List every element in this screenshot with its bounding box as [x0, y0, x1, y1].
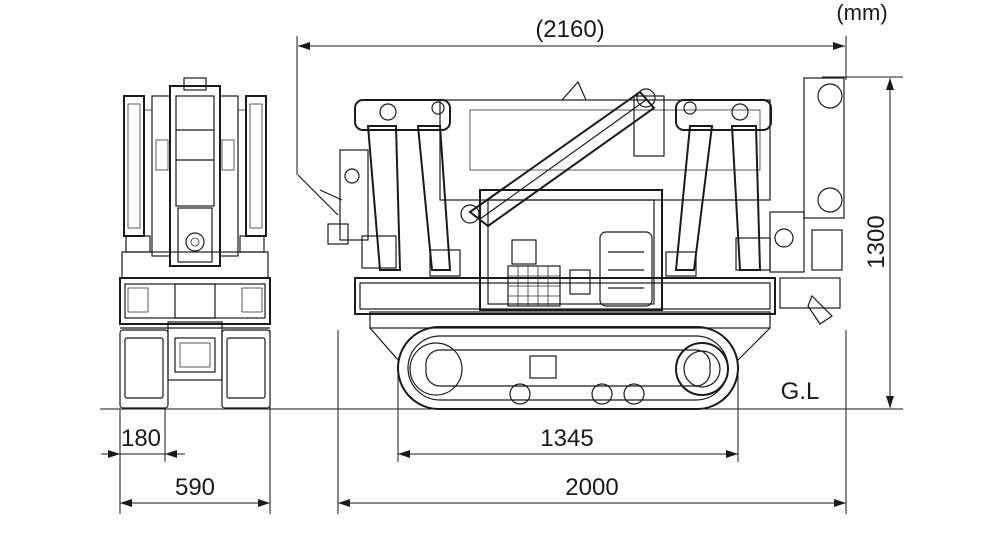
overall-height-label: 1300 [863, 215, 890, 268]
units-label: (mm) [836, 0, 887, 25]
tumbler-distance-label: 1345 [540, 425, 593, 452]
overall-width-label: 590 [175, 474, 215, 501]
overall-length-extended-label: (2160) [535, 16, 604, 43]
overall-length-label: 2000 [565, 474, 618, 501]
ground-line-label: G.L [781, 378, 820, 405]
dimension-lines [100, 36, 903, 514]
side-view-machine [297, 77, 845, 410]
crawler-gauge-label: 180 [121, 425, 161, 452]
front-view-machine [119, 77, 271, 409]
